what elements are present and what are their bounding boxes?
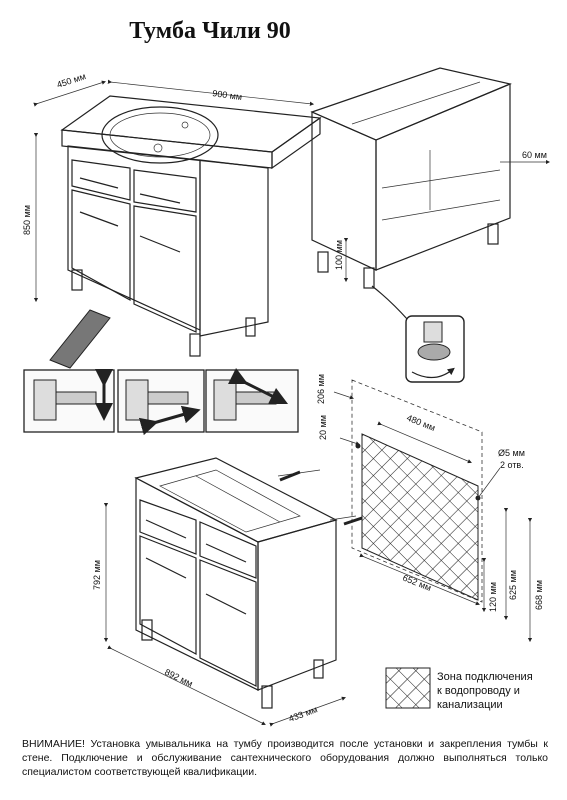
body-height-label: 792 мм <box>92 560 102 590</box>
cabinet-body <box>103 457 357 727</box>
legend-swatch <box>385 667 431 709</box>
legend-line-3: канализации <box>437 699 503 711</box>
page-title: Тумба Чили 90 <box>129 18 291 44</box>
body-depth-label: 433 мм <box>287 704 319 724</box>
hole-spacing-label: 480 мм <box>405 413 436 433</box>
hole-diameter-label: Ø5 мм <box>498 448 525 458</box>
cabinet-with-sink <box>33 79 322 357</box>
leg-height-label: 100 мм <box>334 240 344 270</box>
leg-adjust-detail <box>371 285 465 383</box>
depth-label: 450 мм <box>56 71 88 90</box>
legend-line-1: Зона подключения <box>437 671 533 683</box>
body-width-label: 892 мм <box>163 667 194 689</box>
zone-bottom-label: 120 мм <box>488 582 498 612</box>
legend: Зона подключения к водопроводу и канализ… <box>437 670 557 712</box>
total-height-label: 668 мм <box>534 580 544 610</box>
side-depth-label: 60 мм <box>522 150 547 160</box>
hinge-details <box>23 309 299 436</box>
cabinet-frame <box>310 67 551 289</box>
left-offset-label: 206 мм <box>316 374 326 404</box>
wall-connection-zone <box>333 379 533 643</box>
width-label: 900 мм <box>212 88 243 102</box>
zone-top-label: 625 мм <box>508 570 518 600</box>
edge-offset-label: 20 мм <box>318 415 328 440</box>
warning-text: ВНИМАНИЕ! Установка умывальника на тумбу… <box>22 738 548 778</box>
mounting-screws <box>279 470 363 526</box>
hole-count-label: 2 отв. <box>500 460 524 470</box>
legend-line-2: к водопроводу и <box>437 685 520 697</box>
height-label: 850 мм <box>22 205 32 235</box>
